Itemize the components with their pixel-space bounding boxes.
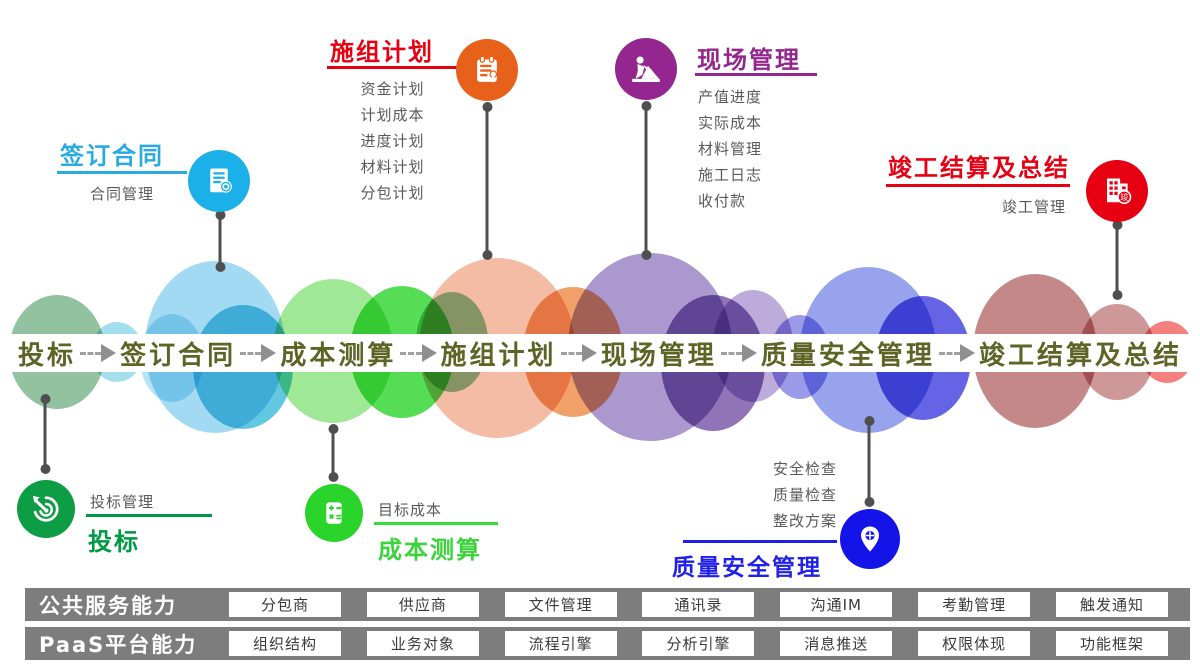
capability-bar-label: PaaS平台能力	[39, 632, 198, 657]
connector-line	[485, 108, 489, 254]
connector-line	[43, 400, 47, 468]
capability-chip: 功能框架	[1055, 631, 1168, 656]
callout-rule	[886, 184, 1070, 187]
capability-chip: 文件管理	[504, 592, 617, 617]
flow-arrow-icon	[720, 344, 757, 362]
connector-line	[218, 216, 222, 266]
callout-title: 施组计划	[330, 38, 434, 66]
callout-subtitle: 目标成本	[378, 501, 443, 519]
capability-chip-list: 组织结构 业务对象 流程引擎 分析引擎 消息推送 权限体现 功能框架	[207, 631, 1190, 656]
callout-item: 材料管理	[698, 140, 763, 158]
connector-line	[644, 107, 648, 254]
callout-subtitle: 合同管理	[89, 185, 154, 203]
capability-chip: 消息推送	[780, 631, 893, 656]
capability-bar-paas-platform: PaaS平台能力 组织结构 业务对象 流程引擎 分析引擎 消息推送 权限体现 功…	[25, 627, 1190, 660]
callout-title: 投标	[88, 528, 140, 556]
callout-item: 整改方案	[772, 512, 837, 530]
callout-rule	[57, 171, 187, 174]
flow-arrow-icon	[938, 344, 976, 362]
flow-arrow-icon	[560, 344, 597, 362]
flow-stage-site-management: 现场管理	[600, 340, 717, 371]
connector-line	[1115, 226, 1119, 294]
capability-chip: 供应商	[366, 592, 479, 617]
bid-target-icon	[17, 480, 75, 538]
calculator-icon	[305, 484, 363, 542]
location-pin-icon	[840, 509, 900, 569]
capability-chip: 沟通IM	[780, 592, 893, 617]
flow-stage-bidding: 投标	[18, 340, 77, 371]
capability-chip: 通讯录	[642, 592, 755, 617]
callout-item-list: 产值进度 实际成本 材料管理 施工日志 收付款	[698, 84, 762, 214]
flow-stage-construction-plan: 施组计划	[440, 340, 557, 371]
capability-chip-list: 分包商 供应商 文件管理 通讯录 沟通IM 考勤管理 触发通知	[207, 592, 1190, 617]
callout-title: 成本测算	[378, 536, 482, 564]
capability-chip: 分包商	[229, 592, 341, 617]
callout-subtitle: 竣工管理	[1001, 198, 1066, 216]
flow-arrow-icon	[240, 344, 277, 362]
svg-text:竣: 竣	[1120, 192, 1128, 202]
callout-item: 资金计划	[360, 80, 425, 98]
flow-arrow-icon	[80, 344, 117, 362]
completion-building-icon: 竣	[1086, 160, 1148, 222]
callout-item: 收付款	[698, 192, 747, 210]
callout-rule	[374, 522, 498, 525]
capability-chip: 组织结构	[229, 631, 341, 656]
callout-title: 质量安全管理	[672, 555, 822, 581]
capability-chip: 分析引擎	[642, 631, 755, 656]
capability-bar-label: 公共服务能力	[39, 593, 177, 618]
flow-band: 投标 签订合同 成本测算 施组计划 现场管理 质量安全管理 竣工结算及总结	[0, 334, 1200, 372]
callout-rule	[683, 540, 837, 543]
callout-title: 现场管理	[697, 46, 801, 74]
capability-bar-public-services: 公共服务能力 分包商 供应商 文件管理 通讯录 沟通IM 考勤管理 触发通知	[25, 588, 1190, 621]
callout-title: 竣工结算及总结	[888, 154, 1070, 182]
callout-item: 进度计划	[360, 132, 425, 150]
callout-rule	[86, 514, 212, 517]
flow-arrow-icon	[400, 344, 437, 362]
connector-line	[331, 430, 335, 476]
capability-chip: 触发通知	[1055, 592, 1168, 617]
callout-item: 产值进度	[698, 88, 763, 106]
callout-item-list: 资金计划 计划成本 进度计划 材料计划 分包计划	[327, 76, 458, 206]
callout-item-list: 安全检查 质量检查 整改方案	[700, 456, 837, 534]
capability-chip: 考勤管理	[918, 592, 1031, 617]
callout-subtitle: 投标管理	[90, 493, 155, 511]
callout-item: 质量检查	[772, 486, 837, 504]
callout-title: 签订合同	[60, 142, 164, 170]
contract-icon	[188, 150, 250, 212]
callout-item: 安全检查	[772, 460, 837, 478]
callout-item: 计划成本	[360, 106, 425, 124]
callout-item: 实际成本	[698, 114, 763, 132]
capability-chip: 流程引擎	[504, 631, 617, 656]
callout-item: 材料计划	[360, 158, 425, 176]
callout-rule	[695, 73, 817, 76]
capability-chip: 业务对象	[366, 631, 479, 656]
flow-stage-sign-contract: 签订合同	[120, 340, 237, 371]
callout-rule	[327, 66, 458, 69]
plan-clipboard-icon	[456, 39, 518, 101]
callout-item: 分包计划	[360, 184, 425, 202]
construction-worker-icon	[615, 38, 677, 100]
connector-line	[867, 422, 871, 501]
capability-chip: 权限体现	[918, 631, 1031, 656]
flow-stage-cost-estimation: 成本测算	[280, 340, 397, 371]
flow-stage-completion: 竣工结算及总结	[979, 340, 1183, 371]
callout-item: 施工日志	[698, 166, 763, 184]
flow-stage-quality-safety: 质量安全管理	[760, 340, 935, 371]
